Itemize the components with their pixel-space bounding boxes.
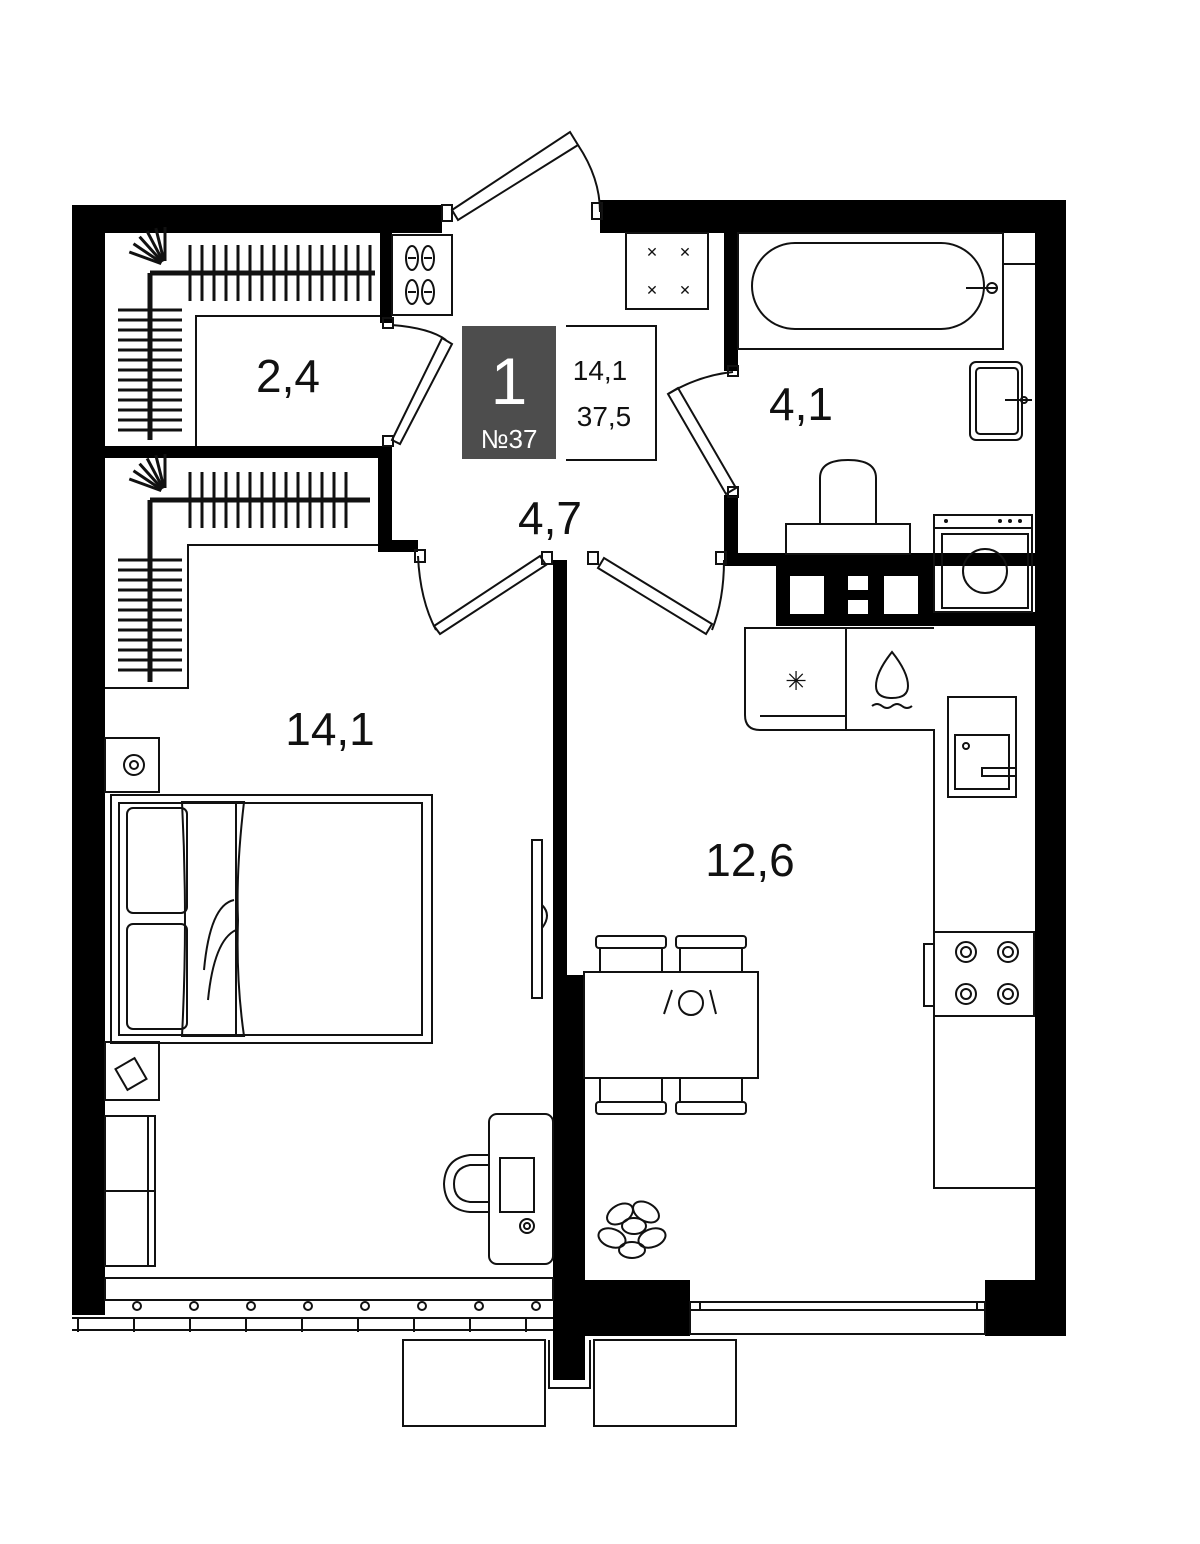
living-area: 14,1 [573,355,628,386]
svg-text:✕: ✕ [646,282,658,298]
shoe-rack-icon [391,234,453,316]
kitchen: ✳ [583,627,1035,1259]
room-labels: 2,4 4,7 4,1 14,1 12,6 [256,350,833,886]
snowflake-icon: ✳ [785,666,807,696]
bedroom [104,454,554,1267]
wall-bath-bottom [724,553,1035,566]
balcony-planter-left [402,1339,546,1427]
dining-table [583,935,759,1115]
windows [72,1277,986,1427]
coat-hooks: ✕ ✕ ✕ ✕ [625,232,709,310]
washbasin [969,361,1032,441]
hangers-corner [128,227,167,266]
hangers-left [118,308,182,432]
chest-of-drawers [104,1115,156,1267]
cooktop [923,931,1035,1017]
balcony-planter-right [593,1339,737,1427]
wall-hall-left [378,446,392,552]
wardrobe-door [382,317,454,447]
wall-top-right [600,200,1066,233]
svg-text:✕: ✕ [646,244,658,260]
nightstand-top [104,737,160,793]
svg-text:✕: ✕ [679,282,691,298]
room-area-wardrobe: 2,4 [256,350,320,402]
shaft-cell-3 [848,600,868,614]
room-area-hall: 4,7 [518,492,582,544]
wardrobe-room [118,227,453,446]
svg-text:✕: ✕ [679,244,691,260]
room-area-kitchen: 12,6 [705,834,795,886]
nightstand-bottom [104,1041,160,1101]
total-area: 37,5 [577,401,632,432]
kitchen-sink [845,627,1035,1189]
bathroom [737,232,1035,613]
shaft-cell-4 [884,576,918,614]
plant-icon [597,1200,667,1259]
rooms-count: 1 [491,344,528,418]
wall-bath-upper [724,233,738,371]
room-area-bathroom: 4,1 [769,378,833,430]
doors [382,130,739,636]
room-area-bedroom: 14,1 [285,703,375,755]
toilet [785,458,911,555]
tv [531,839,548,999]
wall-bottom-left-pier [553,1280,690,1336]
desk [442,1113,554,1265]
walls [72,200,1066,1380]
wall-hall-bottom-left [378,540,418,552]
apartment-info: 1 №37 14,1 37,5 [462,325,657,461]
wall-kitchen-top [934,612,1035,626]
kitchen-door [587,551,727,636]
wall-right [1035,200,1066,1336]
water-drop-icon [874,650,910,700]
wall-wardrobe-bottom [105,446,390,458]
rooms-badge [462,326,556,459]
bed [110,794,433,1044]
apartment-number: №37 [481,424,538,454]
fridge: ✳ [744,627,847,731]
wall-bottom-right-pier [985,1280,1065,1336]
washing-machine [933,514,1033,613]
bathtub [737,232,1035,350]
shaft-cell-1 [790,576,824,614]
bathroom-door [666,365,739,498]
wall-wardrobe-entrance [380,205,392,323]
wall-bath-lower [724,495,738,565]
wall-left [72,205,105,1315]
entrance-door [441,130,603,222]
oven [947,696,1017,798]
shaft-cell-2 [848,576,868,590]
bedroom-door [414,549,553,636]
hangers-top [188,245,372,301]
